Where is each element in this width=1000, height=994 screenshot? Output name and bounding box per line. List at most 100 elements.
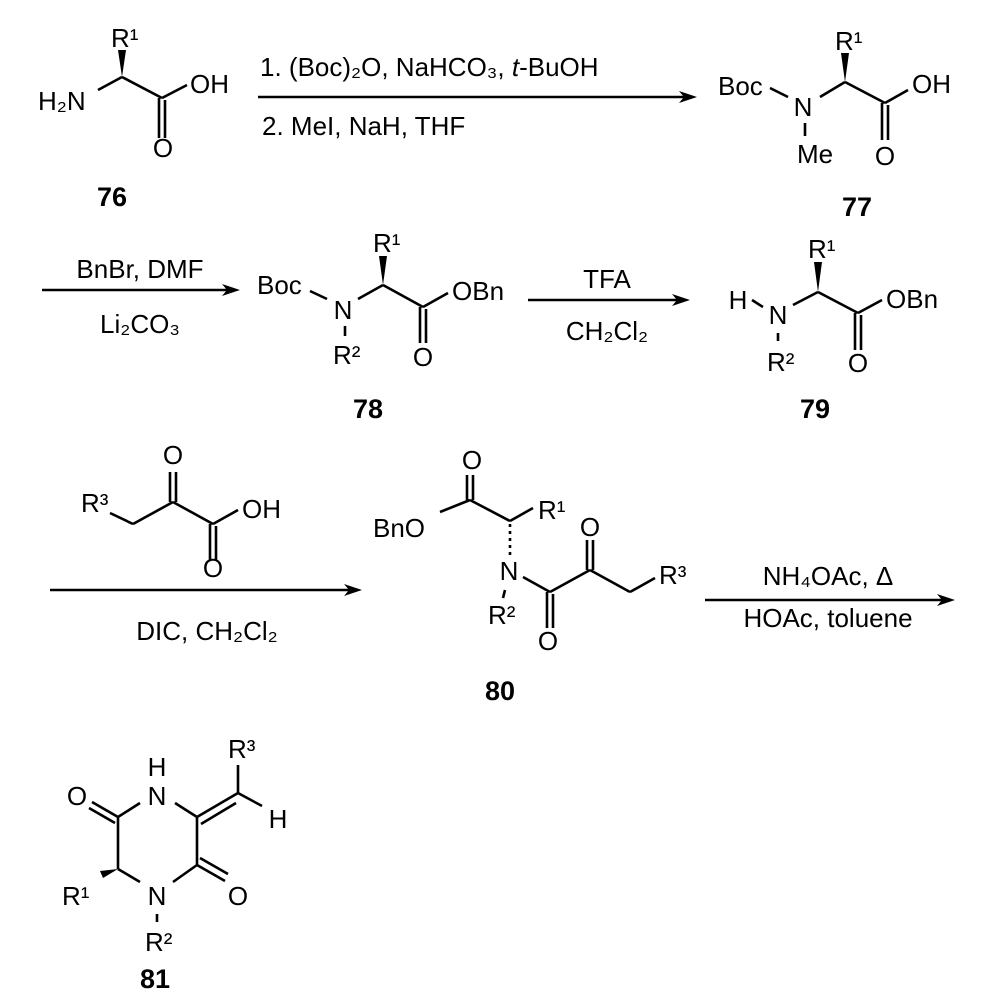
atom-oh: OH <box>190 69 229 99</box>
bond <box>769 86 789 99</box>
bond <box>172 500 214 526</box>
atom-r1: R¹ <box>111 23 139 53</box>
atom-r3: R³ <box>659 560 687 590</box>
double-bond <box>88 806 116 825</box>
bond <box>857 298 883 315</box>
compound-79: H N R¹ OBn O R² 79 <box>729 234 938 424</box>
compound-label: 77 <box>842 192 872 222</box>
atom-o: O <box>163 440 183 470</box>
atom-r2: R² <box>488 600 516 630</box>
atom-r1: R¹ <box>62 881 90 911</box>
atom-r1: R¹ <box>835 26 863 56</box>
atom-n: N <box>148 881 167 911</box>
conditions-below: CH₂Cl₂ <box>566 316 648 346</box>
bond <box>522 575 551 594</box>
bond <box>819 80 846 99</box>
bond <box>509 506 534 523</box>
atom-h: H <box>729 285 748 315</box>
reaction-arrow-step5: NH₄OAc, Δ HOAc, toluene <box>705 561 955 633</box>
bond <box>121 75 163 100</box>
wedge-bond <box>100 869 118 878</box>
atom-r1: R¹ <box>373 228 401 258</box>
bond <box>382 283 424 309</box>
bond <box>589 568 631 594</box>
arrowhead-icon <box>222 284 240 296</box>
group-bno: BnO <box>373 513 425 543</box>
atom-o: O <box>875 141 895 171</box>
compound-label: 76 <box>97 182 127 212</box>
atom-r2: R² <box>145 927 173 957</box>
reaction-arrow-step4: DIC, CH₂Cl₂ <box>50 584 362 646</box>
conditions-line2: 2. MeI, NaH, THF <box>262 111 465 141</box>
atom-o: O <box>580 512 600 542</box>
wedge-bond <box>379 256 387 285</box>
bond <box>751 298 764 309</box>
atom-n: N <box>334 295 353 325</box>
compound-label: 78 <box>353 394 383 424</box>
conditions-above: NH₄OAc, Δ <box>763 561 894 591</box>
bond <box>469 498 511 523</box>
conditions-above: TFA <box>583 264 631 294</box>
atom-r2: R² <box>333 340 361 370</box>
reaction-arrow-step3: TFA CH₂Cl₂ <box>528 264 690 346</box>
conditions-text: 1. (Boc)₂O, NaHCO₃, <box>260 52 512 82</box>
reaction-arrow-step2: BnBr, DMF Li₂CO₃ <box>42 254 240 339</box>
compound-78: Boc N R¹ OBn O R² 78 <box>257 228 504 424</box>
group-obn: OBn <box>452 276 504 306</box>
conditions-below: HOAc, toluene <box>743 603 912 633</box>
compound-80: O BnO R¹ N R² O O R³ 80 <box>373 445 687 706</box>
bond <box>109 511 134 526</box>
double-bond <box>91 800 119 819</box>
bond <box>117 801 141 819</box>
compound-label: 80 <box>485 676 515 706</box>
bond <box>792 290 819 307</box>
atom-o: O <box>153 133 173 163</box>
wedge-bond <box>118 50 126 77</box>
wedge-bond <box>841 53 849 82</box>
reaction-arrow-step1: 1. (Boc)₂O, NaHCO₃, t-BuOH 2. MeI, NaH, … <box>258 52 697 141</box>
bond <box>212 508 239 526</box>
double-bond <box>196 791 239 819</box>
reagent-ketoacid: R³ O O OH <box>81 440 281 583</box>
bond <box>161 83 188 100</box>
compound-77: Boc N R¹ OH O Me 77 <box>718 26 951 222</box>
conditions-above: BnBr, DMF <box>76 254 203 284</box>
atom-r2: R² <box>767 347 795 377</box>
atom-r1: R¹ <box>808 234 836 264</box>
group-boc: Boc <box>718 71 763 101</box>
bond <box>117 867 141 884</box>
bond <box>817 290 859 315</box>
atom-r1: R¹ <box>538 495 566 525</box>
double-bond <box>196 863 226 883</box>
bond <box>357 283 384 301</box>
compound-label: 81 <box>140 964 170 994</box>
bond <box>309 289 328 301</box>
compound-label: 79 <box>800 394 830 424</box>
group-boc: Boc <box>257 270 302 300</box>
bond <box>174 801 198 819</box>
atom-o: O <box>462 445 482 475</box>
compound-81: H N O R¹ N R² O R³ H 81 <box>62 734 287 994</box>
bond <box>97 75 123 92</box>
compound-76: R¹ H₂N OH O 76 <box>38 23 229 212</box>
bond <box>237 791 263 808</box>
arrowhead-icon <box>679 91 697 103</box>
atom-o: O <box>203 553 223 583</box>
conditions-below: Li₂CO₃ <box>100 309 180 339</box>
atom-oh: OH <box>242 494 281 524</box>
atom-o: O <box>848 348 868 378</box>
arrowhead-icon <box>937 594 955 606</box>
atom-r3: R³ <box>81 488 109 518</box>
atom-n: N <box>794 92 813 122</box>
conditions-text-italic: t <box>512 52 521 82</box>
atom-o: O <box>538 626 558 656</box>
double-bond <box>199 856 229 876</box>
bond <box>172 863 198 884</box>
atom-oh: OH <box>912 69 951 99</box>
double-bond <box>200 801 237 826</box>
atom-n: N <box>769 300 788 330</box>
bond <box>549 568 591 594</box>
atom-r3: R³ <box>228 734 256 764</box>
bond <box>132 500 174 526</box>
